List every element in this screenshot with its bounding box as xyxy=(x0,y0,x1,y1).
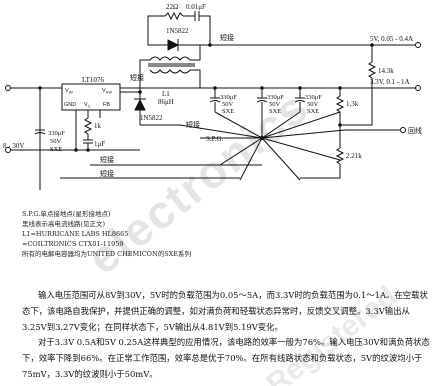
l1-value: 86μH xyxy=(158,98,174,106)
short-label-5: 短接 xyxy=(100,169,114,178)
input-voltage-label: 8 - 30V xyxy=(3,142,24,150)
svg-text:330μF: 330μF xyxy=(48,130,65,137)
svg-text:50V: 50V xyxy=(269,101,281,108)
legend-line: =COILTRONICS CTX01-11959 xyxy=(22,240,124,248)
short-label-3: 短接 xyxy=(186,120,200,129)
output-5v-label: 5V, 0.05 - 0.4A xyxy=(370,35,413,43)
ic-pin-vin: VIN xyxy=(65,88,73,95)
resistor-143k-label: 14.3k xyxy=(378,67,394,75)
input-capacitor-label: 330μF 50V SXE xyxy=(48,130,65,153)
ic-pin-fb: FB xyxy=(103,102,110,108)
resistor-221k-label: 2.21k xyxy=(346,152,362,160)
svg-text:SXE: SXE xyxy=(50,146,62,153)
svg-text:330μF: 330μF xyxy=(267,94,284,101)
output-33v-label: 3.3V, 0.1 - 1A xyxy=(370,78,410,86)
legend-line: 所有的电解电容器均为UNITED CHEMICON的SXE系列 xyxy=(22,250,192,258)
capacitor-001-label: 0.01μF xyxy=(186,3,206,11)
paragraph: 对于3.3V 0.5A和5V 0.25A这样典型的应用情况，该电路的效率一般为7… xyxy=(22,337,430,379)
svg-text:330μF: 330μF xyxy=(305,94,322,101)
svg-text:SXE: SXE xyxy=(307,108,319,115)
legend-line: S.P.G.单点接地点(星形接地点) xyxy=(22,210,111,218)
svg-text:SXE: SXE xyxy=(269,108,281,115)
description-text: 输入电压范围可从8V到30V，5V时的负载范围为0.05～5A，而3.3V时的负… xyxy=(22,288,432,383)
legend-line: L1=HURRICANE LABS HL8665 xyxy=(22,230,129,238)
output-cap-1-label: 330μF 50V SXE xyxy=(220,94,237,115)
ic-pin-vsw: VSW xyxy=(102,88,112,95)
output-terminals xyxy=(5,42,421,153)
svg-text:SXE: SXE xyxy=(222,108,234,115)
svg-text:330μF: 330μF xyxy=(220,94,237,101)
junction-dots xyxy=(38,43,374,152)
short-label-2: 短接 xyxy=(130,73,144,82)
legend-line: 黑线表示高电流线路(见正文) xyxy=(22,220,106,228)
resistor-13k-label: 1.3k xyxy=(346,100,359,108)
return-label: 回线 xyxy=(408,126,422,135)
resistor-1k-label: 1k xyxy=(94,122,102,130)
ic-name: LT1076 xyxy=(82,76,104,84)
spg-label: S.P.G. xyxy=(206,135,224,143)
resistor-22-label: 22Ω xyxy=(166,3,178,11)
l1-label: L1 xyxy=(162,90,170,98)
schematic-legend: S.P.G.单点接地点(星形接地点) 黑线表示高电流线路(见正文) L1=HUR… xyxy=(22,209,322,259)
short-label-4: 短接 xyxy=(100,155,114,164)
svg-text:50V: 50V xyxy=(50,138,62,145)
diode-left-label: 1N5822 xyxy=(140,114,163,122)
svg-text:50V: 50V xyxy=(307,101,319,108)
short-label-1: 短接 xyxy=(220,33,234,42)
paragraph: 输入电压范围可从8V到30V，5V时的负载范围为0.05～5A，而3.3V时的负… xyxy=(22,290,428,332)
capacitor-1uf-label: 1μF xyxy=(94,140,105,148)
svg-text:50V: 50V xyxy=(222,101,234,108)
output-cap-2-label: 330μF 50V SXE xyxy=(267,94,284,115)
ic-pin-gnd: GND xyxy=(64,102,76,108)
wiring xyxy=(10,11,415,190)
output-cap-3-label: 330μF 50V SXE xyxy=(305,94,322,115)
diode-top-label: 1N5822 xyxy=(166,27,189,35)
ic-pin-vc: VC xyxy=(84,102,91,109)
